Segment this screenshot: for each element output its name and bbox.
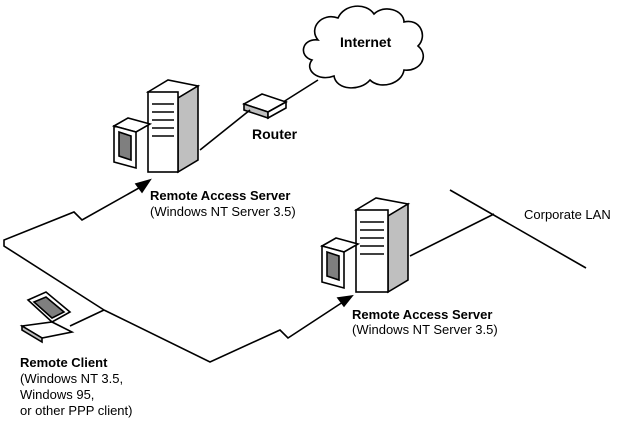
corporate-lan-line [449,189,587,269]
corporate-lan-label: Corporate LAN [524,207,611,222]
server-top-title: Remote Access Server [150,188,291,203]
router-icon [242,93,288,120]
internet-label: Internet [340,34,392,50]
client-os-line3: or other PPP client) [20,403,133,418]
server-top-icon [145,79,201,174]
server-bottom-icon [353,197,411,294]
dialup-link-bottom [103,299,347,363]
dialup-link-top [3,183,147,311]
server-lan-link [409,213,495,257]
laptop-icon [19,291,75,344]
server-top-monitor-icon [111,117,153,170]
client-os-line2: Windows 95, [20,387,95,402]
server-top-subtitle: (Windows NT Server 3.5) [150,204,296,219]
laptop-cable [69,309,105,327]
server-router-link [199,109,251,151]
server-bottom-subtitle: (Windows NT Server 3.5) [352,322,498,337]
router-label: Router [252,126,298,142]
server-bottom-title: Remote Access Server [352,307,493,322]
arrowhead-top [134,178,152,194]
arrowhead-bottom [336,294,354,308]
router-internet-link [279,79,319,105]
server-bottom-monitor-icon [319,237,361,290]
internet-cloud [302,5,424,89]
client-title: Remote Client [20,355,108,370]
client-os-line1: (Windows NT 3.5, [20,371,124,386]
